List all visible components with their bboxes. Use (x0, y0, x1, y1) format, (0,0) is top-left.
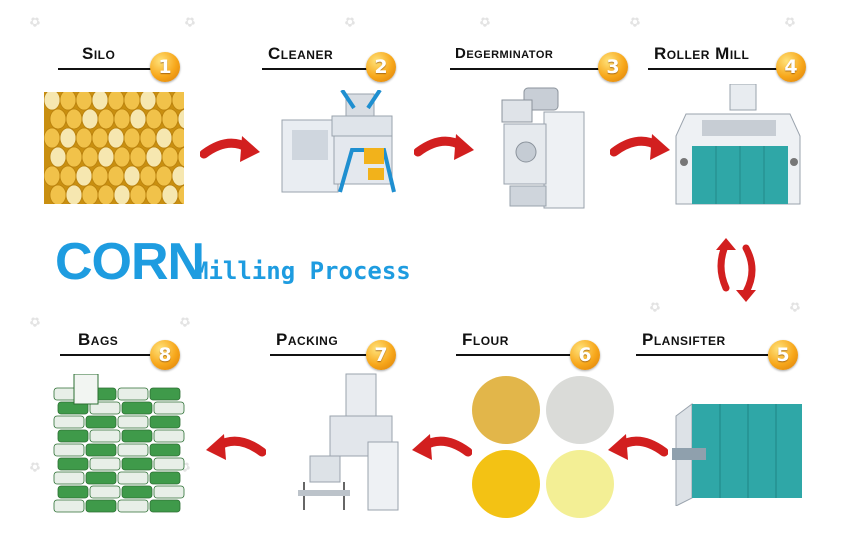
step-label: Packing (276, 330, 339, 349)
label-underline (58, 68, 168, 70)
packing-machine-image (298, 373, 399, 511)
label-underline (636, 354, 768, 356)
label-underline (648, 68, 786, 70)
arrow-left-icon (206, 434, 266, 460)
flour-samples-image (472, 376, 614, 518)
step-label: Plansifter (642, 330, 726, 349)
step-number-badge: 3 (598, 52, 628, 82)
step-number-badge: 2 (366, 52, 396, 82)
step-label: Flour (462, 330, 509, 349)
plansifter-machine-image (672, 403, 802, 506)
arrow-left-icon (412, 434, 472, 460)
step-label: Cleaner (268, 44, 334, 63)
step-number-badge: 7 (366, 340, 396, 370)
step-number-badge: 5 (768, 340, 798, 370)
step-number-badge: 4 (776, 52, 806, 82)
step-label: Roller Mill (654, 44, 750, 63)
arrow-right-icon (610, 134, 670, 160)
step-number-badge: 1 (150, 52, 180, 82)
roller-mill-machine-image (675, 84, 801, 205)
label-underline (456, 354, 580, 356)
diagram-title: CORN (55, 233, 205, 291)
corn-kernels-image (44, 92, 184, 204)
arrow-right-icon (414, 134, 474, 160)
cleaner-machine-image (281, 90, 396, 193)
step-label: Bags (78, 330, 119, 349)
label-underline (262, 68, 374, 70)
arrow-right-icon (200, 136, 260, 162)
step-label: Degerminator (455, 45, 554, 62)
diagram-subtitle: Milling Process (194, 257, 411, 285)
label-underline (60, 354, 176, 356)
stacked-bags-image (53, 374, 185, 513)
step-number-badge: 6 (570, 340, 600, 370)
degerminator-machine-image (501, 87, 585, 209)
label-underline (270, 354, 374, 356)
label-underline (450, 68, 600, 70)
arrow-left-icon (608, 434, 668, 460)
arrow-down-icon (716, 238, 756, 302)
step-label: Silo (82, 44, 116, 63)
step-number-badge: 8 (150, 340, 180, 370)
